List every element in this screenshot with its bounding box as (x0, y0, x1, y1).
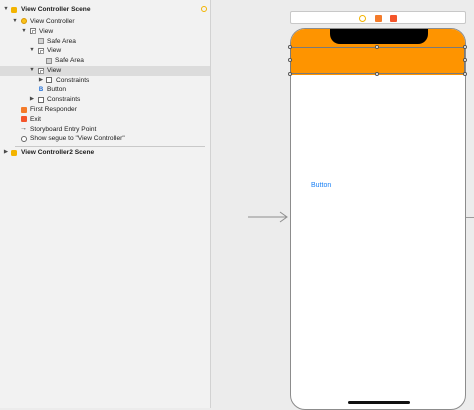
scene-icon (11, 149, 17, 156)
outline-row-label: Safe Area (47, 37, 76, 45)
exit-icon (21, 116, 27, 123)
gear-icon[interactable] (201, 6, 207, 12)
outline-row-label: Constraints (47, 96, 81, 103)
constraints-icon (46, 77, 52, 84)
outline-row-label: View Controller2 Scene (21, 149, 95, 156)
resize-handle[interactable] (288, 72, 292, 76)
disclosure-triangle-expanded-icon[interactable]: ▼ (21, 27, 27, 34)
resize-handle[interactable] (463, 45, 467, 49)
outline-row-view-selected[interactable]: ▼ View (0, 66, 210, 76)
resize-handle[interactable] (463, 58, 467, 62)
segue-icon (21, 135, 27, 142)
exit-icon[interactable] (390, 14, 397, 22)
outline-row-first-responder[interactable]: First Responder (0, 105, 210, 115)
outline-row-view-controller-scene[interactable]: ▼ View Controller Scene (0, 5, 210, 15)
button-icon: B (38, 86, 44, 93)
home-indicator (348, 401, 410, 404)
disclosure-triangle-expanded-icon[interactable]: ▼ (29, 67, 35, 73)
disclosure-triangle-expanded-icon[interactable]: ▼ (29, 47, 35, 53)
outline-row-label: Storyboard Entry Point (30, 125, 97, 133)
storyboard-entry-arrow-icon[interactable] (248, 211, 288, 223)
disclosure-triangle-expanded-icon[interactable]: ▼ (3, 6, 9, 12)
resize-handle[interactable] (463, 72, 467, 76)
safe-area-icon (46, 57, 52, 64)
view-controller-icon[interactable] (359, 14, 366, 22)
device-frame[interactable] (290, 28, 466, 410)
first-responder-icon (21, 106, 27, 113)
outline-row-exit[interactable]: Exit (0, 115, 210, 125)
outline-row-view-controller[interactable]: ▼ View Controller (0, 17, 210, 27)
view-icon (38, 67, 44, 74)
outline-row-label: Show segue to "View Controller" (30, 135, 125, 142)
outline-row-label: View Controller (30, 17, 75, 25)
outline-row-label: View (39, 27, 54, 35)
outline-row-constraints[interactable]: ▶ Constraints (0, 95, 210, 105)
scene-dock-bar[interactable] (290, 11, 466, 24)
safe-area-icon (38, 38, 44, 45)
resize-handle[interactable] (375, 45, 379, 49)
outline-row-view[interactable]: ▼ View (0, 46, 210, 56)
outline-row-safe-area[interactable]: Safe Area (0, 37, 210, 47)
outline-row-storyboard-entry-point[interactable]: → Storyboard Entry Point (0, 125, 210, 135)
outline-row-label: Constraints (56, 76, 90, 84)
outline-row-safe-area[interactable]: Safe Area (0, 56, 210, 66)
outline-row-label: Exit (30, 115, 41, 123)
outline-row-view-controller2-scene[interactable]: ▶ View Controller2 Scene (0, 148, 210, 158)
outline-row-button[interactable]: B Button (0, 85, 210, 95)
scene-icon (11, 6, 17, 13)
resize-handle[interactable] (288, 45, 292, 49)
view-controller-icon (21, 18, 27, 25)
view-icon (38, 47, 44, 54)
disclosure-triangle-collapsed-icon[interactable]: ▶ (38, 76, 44, 83)
outline-row-label: View Controller Scene (21, 6, 91, 13)
canvas-button[interactable]: Button (311, 182, 332, 189)
disclosure-triangle-expanded-icon[interactable]: ▼ (12, 17, 18, 24)
outline-row-label: View (47, 67, 62, 74)
first-responder-icon[interactable] (375, 14, 382, 22)
segue-connection-line (466, 217, 474, 218)
disclosure-triangle-collapsed-icon[interactable]: ▶ (29, 96, 35, 102)
outline-row-constraints[interactable]: ▶ Constraints (0, 76, 210, 86)
document-outline: ▼ View Controller Scene ▼ View Controlle… (0, 0, 211, 408)
outline-row-label: Safe Area (55, 57, 84, 64)
device-notch (330, 29, 428, 44)
outline-row-label: Button (47, 86, 67, 93)
outline-row-label: First Responder (30, 106, 77, 113)
view-icon (30, 28, 36, 35)
outline-row-view[interactable]: ▼ View (0, 27, 210, 37)
outline-divider (15, 146, 205, 147)
resize-handle[interactable] (375, 72, 379, 76)
entry-point-arrow-icon: → (20, 125, 27, 133)
outline-row-label: View (47, 47, 62, 54)
constraints-icon (38, 96, 44, 103)
resize-handle[interactable] (288, 58, 292, 62)
outline-row-show-segue[interactable]: Show segue to "View Controller" (0, 134, 210, 144)
disclosure-triangle-collapsed-icon[interactable]: ▶ (3, 149, 9, 155)
